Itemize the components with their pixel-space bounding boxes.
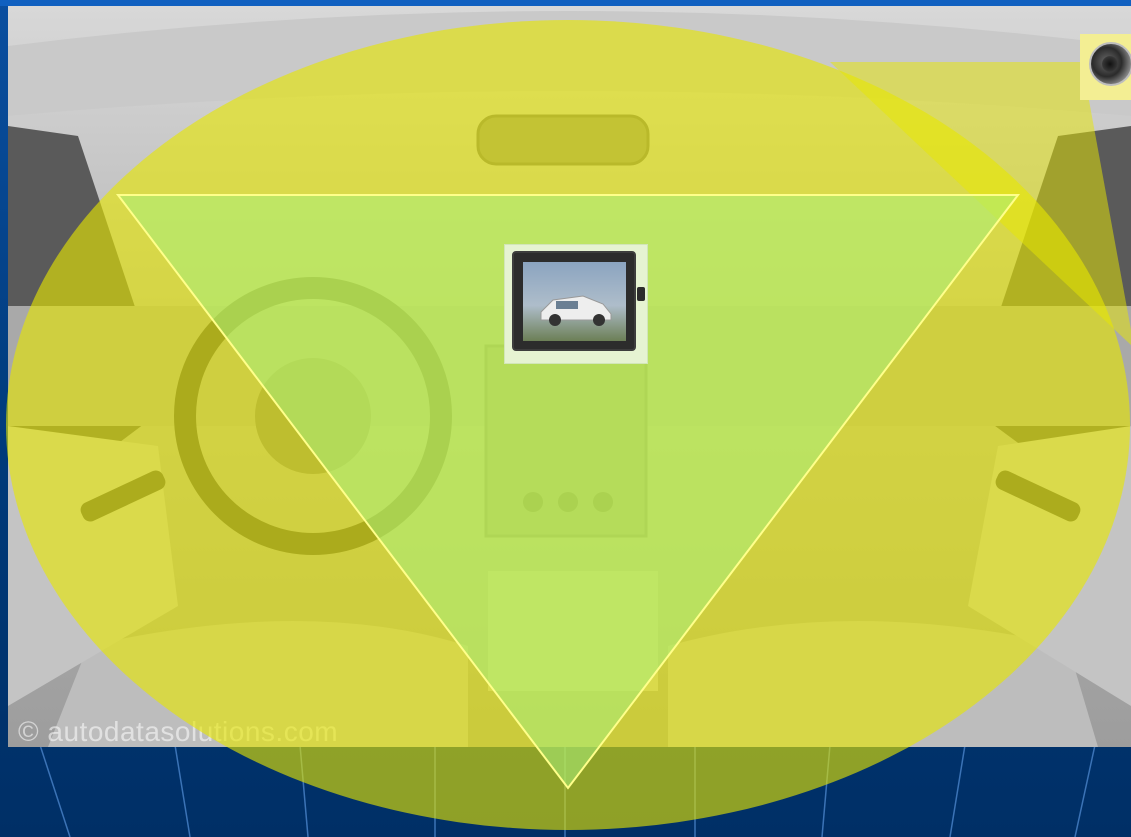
camera-lens [1102,56,1118,72]
monitor-display-car-image [523,262,626,341]
car-monitor-icon [504,244,648,364]
perspective-floor-lines [0,745,1131,837]
car-interior-photo: © autodatasolutions.com [8,6,1131,747]
monitor-screen [512,251,636,351]
photo-watermark: © autodatasolutions.com [18,716,338,747]
monitor-side-knob [637,287,645,301]
dome-camera-icon [1080,34,1131,100]
